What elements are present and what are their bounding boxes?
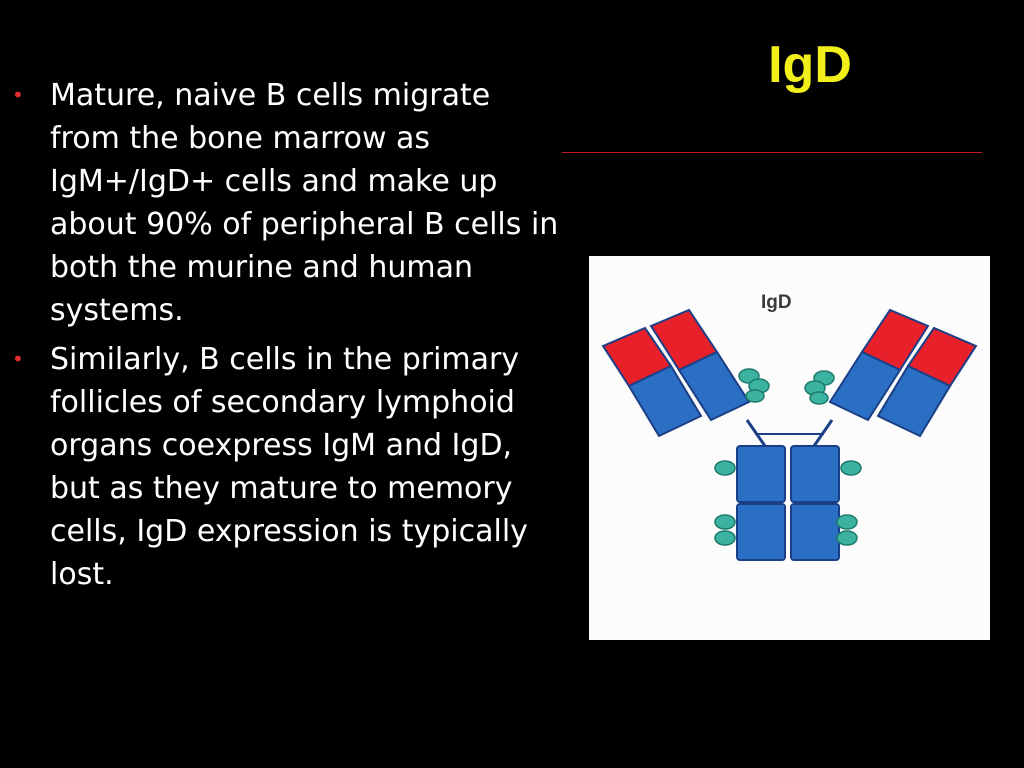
- fc-domain-left-lower: [736, 503, 786, 561]
- fc-domain-left-upper: [736, 445, 786, 503]
- figure-label: IgD: [761, 292, 792, 313]
- fc-glycan: [836, 514, 858, 530]
- igd-antibody-diagram-icon: IgD: [601, 292, 978, 561]
- right-inner-blue-domain: [828, 350, 902, 422]
- bullet-item: • Mature, naive B cells migrate from the…: [0, 74, 560, 332]
- fc-glycan: [714, 530, 736, 546]
- fc-glycan: [714, 460, 736, 476]
- left-fab-arm: [601, 308, 770, 438]
- slide-title: IgD: [768, 36, 852, 94]
- left-outer-blue-domain: [627, 364, 703, 438]
- right-outer-blue-domain: [876, 364, 952, 438]
- fc-glycan: [840, 460, 862, 476]
- right-glycan-3: [809, 391, 829, 405]
- fc-region: [714, 445, 862, 561]
- bullet-item: • Similarly, B cells in the primary foll…: [0, 338, 560, 596]
- fc-glycan: [714, 514, 736, 530]
- bullet-text: Similarly, B cells in the primary follic…: [50, 342, 528, 592]
- title-divider: [562, 152, 982, 153]
- bullet-list: • Mature, naive B cells migrate from the…: [0, 74, 560, 602]
- fc-domain-right-lower: [790, 503, 840, 561]
- right-fab-arm: [804, 308, 978, 438]
- left-glycan-3: [745, 389, 765, 403]
- fc-glycan: [836, 530, 858, 546]
- igd-figure: IgD: [589, 256, 990, 640]
- fc-domain-right-upper: [790, 445, 840, 503]
- left-inner-blue-domain: [677, 350, 751, 422]
- bullet-dot: •: [12, 83, 24, 107]
- bullet-text: Mature, naive B cells migrate from the b…: [50, 78, 559, 328]
- bullet-dot: •: [12, 347, 24, 371]
- hinge-region: [745, 419, 834, 447]
